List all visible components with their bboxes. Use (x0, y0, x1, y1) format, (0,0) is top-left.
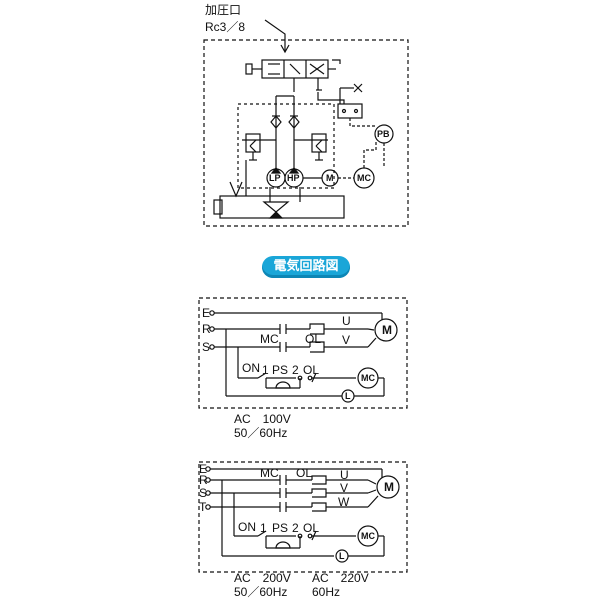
c2-voltage-2: AC 220V (312, 571, 369, 585)
hydraulic-frame (203, 39, 409, 227)
c2-mc-coil-label: MC (361, 531, 375, 541)
port-size: Rc3／8 (205, 20, 245, 34)
c2-line-e: E (199, 462, 207, 476)
c1-line-s: S (202, 340, 210, 354)
directional-valve (245, 59, 341, 92)
relief-valve-right (294, 133, 328, 161)
c1-mc-coil-label: MC (361, 373, 375, 383)
c2-w-label: W (338, 495, 350, 509)
pressure-switch (337, 103, 363, 119)
c1-voltage: AC 100V (234, 412, 291, 426)
c2-voltage-1: AC 200V (234, 571, 291, 585)
c1-ol2-label: OL (303, 363, 319, 377)
c1-line-r: R (202, 322, 211, 336)
c1-n2-label: 2 (292, 363, 299, 377)
c2-n1-label: 1 (260, 521, 267, 535)
c2-freq-2: 60Hz (312, 585, 340, 599)
pump-unit-frame (237, 103, 335, 189)
section-title: 電気回路図 (262, 256, 350, 278)
c2-ps-label: PS (272, 521, 288, 535)
c2-ol2-label: OL (303, 521, 319, 535)
c2-mc-label: MC (260, 466, 279, 480)
c2-v-label: V (340, 481, 348, 495)
c2-ol-label: OL (296, 466, 312, 480)
pump-hp-label: HP (287, 173, 300, 183)
relief-valve-left (242, 133, 276, 161)
c1-ol-label: OL (305, 332, 321, 346)
check-valves (270, 95, 300, 170)
c1-u-label: U (342, 314, 351, 328)
c1-freq: 50／60Hz (234, 426, 287, 440)
c2-u-label: U (340, 468, 349, 482)
c1-motor-label: M (382, 323, 392, 337)
c1-mc-label: MC (260, 332, 279, 346)
c2-on-label: ON (238, 520, 256, 534)
port-label: 加圧口 (205, 3, 241, 17)
c1-line-e: E (202, 306, 210, 320)
c2-line-t: T (199, 500, 207, 514)
c2-lamp-label: L (339, 551, 345, 561)
pb-label: PB (377, 129, 390, 139)
c2-line-r: R (199, 473, 208, 487)
c2-motor-label: M (384, 480, 394, 494)
mc-hydraulic-label: MC (357, 173, 371, 183)
c2-n2-label: 2 (292, 521, 299, 535)
c2-line-s: S (199, 486, 207, 500)
c1-ps-label: PS (272, 363, 288, 377)
pump-lp-label: LP (269, 173, 281, 183)
circuit2-frame (198, 461, 408, 573)
circuit2-motor (376, 475, 400, 499)
c1-n1-label: 1 (262, 363, 269, 377)
circuit1-frame (198, 297, 408, 409)
c1-on-label: ON (242, 361, 260, 375)
c2-freq-1: 50／60Hz (234, 585, 287, 599)
c1-v-label: V (342, 333, 350, 347)
oil-tank (219, 195, 345, 219)
c1-lamp-label: L (345, 391, 351, 401)
motor-hydraulic-label: M (326, 173, 334, 183)
circuit1-motor (374, 318, 398, 342)
